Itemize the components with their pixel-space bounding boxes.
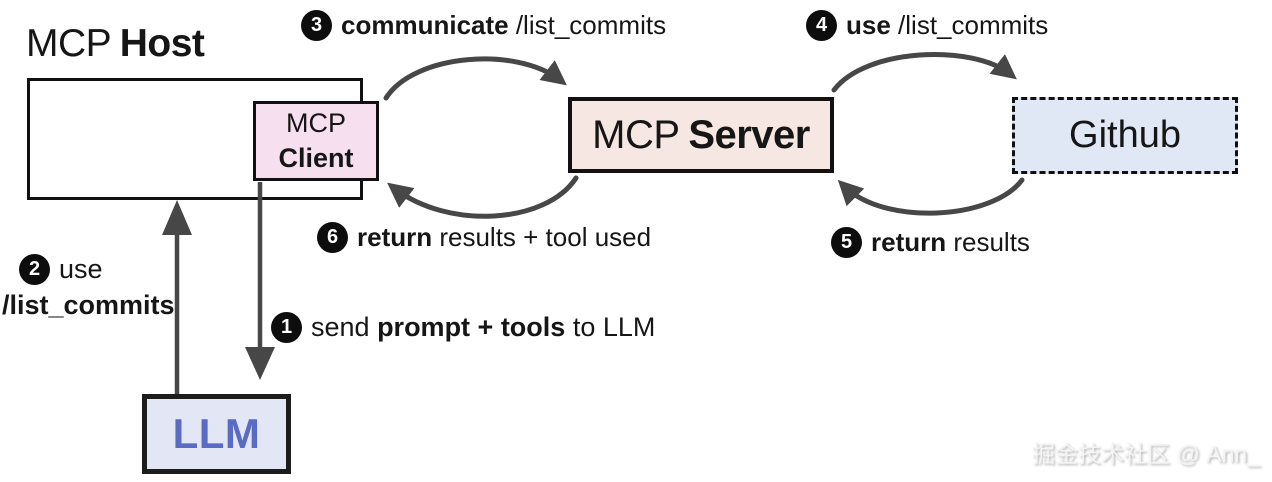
step-1-send-prompt-label: 1 send prompt + tools to LLM — [271, 312, 655, 343]
host-title-regular: MCP — [26, 22, 112, 65]
arrow-client-to-server — [383, 56, 567, 101]
github-label: Github — [1069, 114, 1181, 156]
mcp-client-box: MCP Client — [253, 101, 379, 181]
step-6-return-label: 6 return results + tool used — [317, 222, 651, 253]
arrow-github-to-server — [837, 177, 1025, 216]
server-label-regular: MCP — [592, 112, 680, 157]
arrow-server-to-github — [831, 52, 1017, 93]
step-5-text: return results — [871, 227, 1030, 257]
step-4-text: use /list_commits — [846, 10, 1049, 40]
step-2-use-label: 2 use /list_commits — [2, 254, 175, 321]
step-4-use-label: 4 use /list_commits — [806, 10, 1048, 41]
step-2-command-text: /list_commits — [2, 290, 175, 320]
step-2-text: use — [59, 254, 103, 284]
arrow-server-to-client — [387, 175, 579, 219]
server-label-bold: Server — [688, 112, 810, 157]
arrow-client-to-llm — [245, 182, 275, 380]
step-6-number-badge: 6 — [317, 222, 348, 253]
step-3-communicate-label: 3 communicate /list_commits — [301, 10, 666, 41]
step-5-return-label: 5 return results — [831, 227, 1030, 258]
step-6-text: return results + tool used — [357, 222, 652, 252]
step-3-number-badge: 3 — [301, 10, 332, 41]
step-4-number-badge: 4 — [806, 10, 837, 41]
watermark: 掘金技术社区 @ Ann_ — [1032, 441, 1260, 467]
step-1-text: send prompt + tools to LLM — [311, 312, 656, 342]
host-title-bold: Host — [119, 22, 205, 65]
llm-box: LLM — [142, 394, 291, 474]
step-1-number-badge: 1 — [271, 312, 302, 343]
github-box: Github — [1012, 97, 1238, 174]
client-label-line2: Client — [278, 143, 354, 173]
client-label-line1: MCP — [286, 107, 346, 138]
step-5-number-badge: 5 — [831, 227, 862, 258]
step-2-number-badge: 2 — [19, 254, 50, 285]
step-3-text: communicate /list_commits — [341, 10, 667, 40]
llm-label: LLM — [172, 410, 261, 457]
